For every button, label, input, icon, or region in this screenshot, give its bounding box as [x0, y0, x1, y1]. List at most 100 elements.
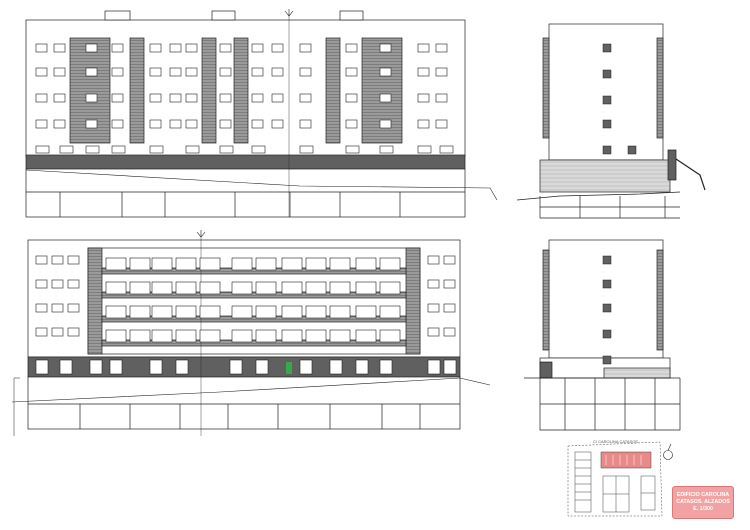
window — [35, 145, 50, 154]
window — [299, 43, 312, 53]
window — [175, 305, 197, 319]
window — [35, 67, 48, 77]
axis-marker-icon — [284, 9, 294, 17]
window — [281, 329, 303, 343]
tree-symbol — [286, 362, 292, 374]
window — [299, 145, 314, 154]
window — [379, 359, 393, 375]
window — [199, 257, 221, 271]
window — [329, 329, 351, 343]
axis-marker-icon — [196, 230, 206, 238]
window — [35, 43, 48, 53]
window — [427, 327, 440, 337]
window — [255, 329, 277, 343]
window — [219, 93, 232, 103]
elevation-side-upper — [516, 23, 706, 219]
window — [355, 359, 369, 375]
window — [435, 119, 448, 129]
window — [627, 145, 637, 155]
window — [105, 305, 127, 319]
window — [602, 279, 612, 289]
window — [255, 281, 277, 295]
window — [602, 303, 612, 313]
elevation-rear-lower-windows — [35, 255, 457, 375]
window — [345, 93, 358, 103]
window — [149, 145, 164, 154]
window — [231, 305, 253, 319]
window — [175, 257, 197, 271]
window — [105, 329, 127, 343]
window — [281, 281, 303, 295]
elevation-side-upper-windows — [602, 43, 637, 155]
window — [443, 359, 457, 375]
window — [169, 93, 182, 103]
window — [219, 43, 232, 53]
window — [149, 43, 162, 53]
window — [251, 67, 264, 77]
window — [169, 67, 182, 77]
window — [111, 145, 126, 154]
window — [255, 257, 277, 271]
window — [417, 43, 430, 53]
window — [435, 93, 448, 103]
window — [111, 67, 124, 77]
window — [35, 279, 48, 289]
window — [379, 305, 401, 319]
window — [185, 119, 198, 129]
window — [111, 93, 124, 103]
window — [255, 305, 277, 319]
window — [129, 329, 151, 343]
window — [35, 327, 48, 337]
window — [345, 67, 358, 77]
window — [185, 145, 200, 154]
window — [51, 279, 64, 289]
window — [255, 359, 269, 375]
window — [231, 281, 253, 295]
window — [175, 359, 189, 375]
window — [443, 255, 456, 265]
window — [219, 67, 232, 77]
window — [229, 359, 243, 375]
window — [602, 145, 612, 155]
window — [379, 93, 392, 103]
window — [345, 43, 358, 53]
window — [329, 281, 351, 295]
north-arrow-icon — [663, 443, 673, 460]
window — [105, 281, 127, 295]
window — [199, 305, 221, 319]
window — [85, 119, 98, 129]
window — [59, 359, 73, 375]
window — [67, 279, 80, 289]
window — [305, 329, 327, 343]
window — [379, 67, 392, 77]
window — [129, 305, 151, 319]
window — [345, 145, 360, 154]
window — [602, 95, 612, 105]
window — [149, 93, 162, 103]
window — [169, 119, 182, 129]
site-key-plan — [567, 441, 663, 517]
window — [151, 257, 173, 271]
window — [231, 329, 253, 343]
window — [427, 255, 440, 265]
window — [35, 255, 48, 265]
window — [53, 119, 66, 129]
window — [281, 257, 303, 271]
window — [35, 303, 48, 313]
window — [251, 119, 264, 129]
window — [379, 257, 401, 271]
title-block: EDIFICIO CAROLINA CATASOS. ALZADOS E. 1/… — [672, 486, 734, 519]
window — [151, 281, 173, 295]
window — [345, 119, 358, 129]
window — [129, 257, 151, 271]
window — [379, 119, 392, 129]
window — [355, 281, 377, 295]
window — [85, 67, 98, 77]
window — [185, 43, 198, 53]
window — [379, 145, 394, 154]
window — [111, 43, 124, 53]
window — [175, 329, 197, 343]
window — [35, 93, 48, 103]
site-street-label: C/ CAROLINA CATASOS — [593, 439, 638, 444]
window — [185, 93, 198, 103]
